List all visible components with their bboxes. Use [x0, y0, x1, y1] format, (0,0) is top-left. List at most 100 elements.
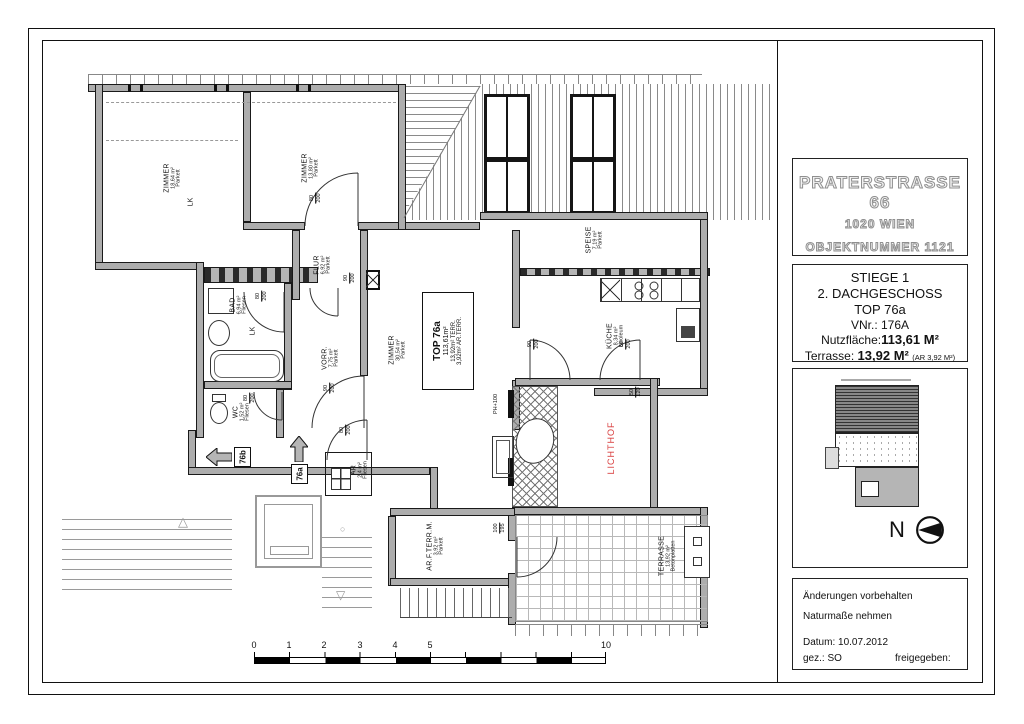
ceiling-line: [106, 102, 396, 103]
wall: [243, 92, 251, 222]
scale-label: 5: [427, 640, 433, 650]
scale-label: 3: [357, 640, 363, 650]
window-mark: [308, 84, 311, 92]
unit-floor: 2. DACHGESCHOSS: [817, 285, 943, 301]
scale-bar: 0 1 2 3 4 5 10: [250, 640, 612, 668]
minimap-tab: [825, 447, 839, 469]
note-approved: freigegeben:: [895, 653, 951, 664]
unit-info-box: STIEGE 1 2. DACHGESCHOSS TOP 76a VNr.: 1…: [792, 264, 968, 364]
scale-label: 2: [321, 640, 327, 650]
unit-terrace-label: Terrasse:: [804, 349, 855, 364]
storage-room-outline: [325, 452, 372, 496]
chimney-square: [693, 537, 702, 546]
skylight-mullion: [506, 97, 508, 211]
staircase: [62, 515, 232, 590]
wall: [480, 212, 708, 220]
sink-icon: [208, 320, 230, 346]
unit-top: TOP 76a: [854, 301, 906, 317]
unit-terrace-row: Terrasse: 13,92 M² (AR 3,92 M²): [793, 348, 967, 364]
skylight-mullion: [592, 97, 594, 211]
storage-window: [331, 468, 351, 490]
bathtub-icon: [210, 350, 284, 382]
terrace-tiles: [515, 515, 708, 622]
wall: [276, 389, 284, 438]
ceiling-line: [106, 140, 238, 141]
staircase: [322, 528, 372, 608]
shaft-box: [366, 270, 380, 290]
toilet-icon: [210, 402, 228, 424]
note-line-2: Naturmaße nehmen: [803, 611, 892, 622]
elevator-machine: [270, 546, 309, 555]
unit-vnr: VNr.: 176A: [850, 317, 910, 332]
installation-wall: [520, 268, 710, 276]
scale-ticks: [254, 652, 606, 657]
shower-icon: [208, 288, 234, 314]
site-minimap: [825, 385, 919, 507]
fridge-inner: [681, 326, 695, 338]
unit-summary-arterr: 3,92m² AR.TERR.: [457, 317, 464, 366]
unit-summary-terr: 13,92m² TERR.: [450, 320, 457, 362]
north-label: N: [889, 517, 905, 542]
unit-summary-box: TOP 76a 113,61m² 13,92m² TERR. 3,92m² AR…: [422, 292, 474, 390]
lk-label: LK: [249, 326, 257, 336]
skylight-window: [570, 94, 616, 214]
sheet-border-outer: [28, 28, 995, 695]
wall: [292, 230, 300, 300]
north-arrow-icon: [916, 516, 944, 544]
siteplan-box: N: [792, 368, 968, 568]
toilet-tank: [212, 394, 226, 402]
entry-arrow-76a-icon: [290, 436, 308, 462]
wall: [284, 283, 292, 390]
minimap-block-mid: [835, 433, 919, 467]
note-drawn-by: gez.: SO: [803, 653, 842, 664]
project-city: 1020 WIEN: [844, 217, 916, 232]
note-line-1: Änderungen vorbehalten: [803, 591, 913, 602]
chimney-box: [684, 526, 710, 578]
railing: [400, 588, 512, 618]
project-name: PRATERSTRASSE 66: [799, 173, 961, 213]
unit-area-row: Nutzfläche:113,61 M²: [793, 332, 967, 348]
siteplan-caption-line: [841, 379, 911, 381]
bathtub-inner: [214, 354, 280, 378]
ph-label: PH+100: [493, 393, 499, 415]
elevator: [255, 495, 322, 568]
stair-circle-icon: ○: [340, 524, 346, 534]
minimap-white-box: [861, 481, 879, 497]
minimap-block-dark: [835, 385, 919, 433]
elevator-cab: [264, 504, 313, 559]
unit-area-value: 113,61 M²: [881, 332, 939, 348]
panel-divider: [777, 40, 778, 683]
wall: [398, 84, 406, 230]
wall: [512, 230, 520, 328]
scale-label: 10: [600, 640, 612, 650]
window-mark: [128, 84, 131, 92]
window-mark: [140, 84, 143, 92]
sheet-border-inner: [42, 40, 983, 683]
unit-stiege: STIEGE 1: [850, 270, 910, 285]
unit-summary-rotated: TOP 76a 113,61m² 13,92m² TERR. 3,92m² AR…: [423, 294, 473, 388]
wall: [196, 262, 204, 438]
lichthof-label: LICHTHOF: [606, 421, 616, 475]
floor-plan-drawing: △ ○ ▽ 76b 76a TOP 76a 113,61m² 13,92m² T…: [28, 28, 772, 668]
wall: [188, 467, 430, 475]
kitchen-sink-icon: [600, 278, 620, 302]
